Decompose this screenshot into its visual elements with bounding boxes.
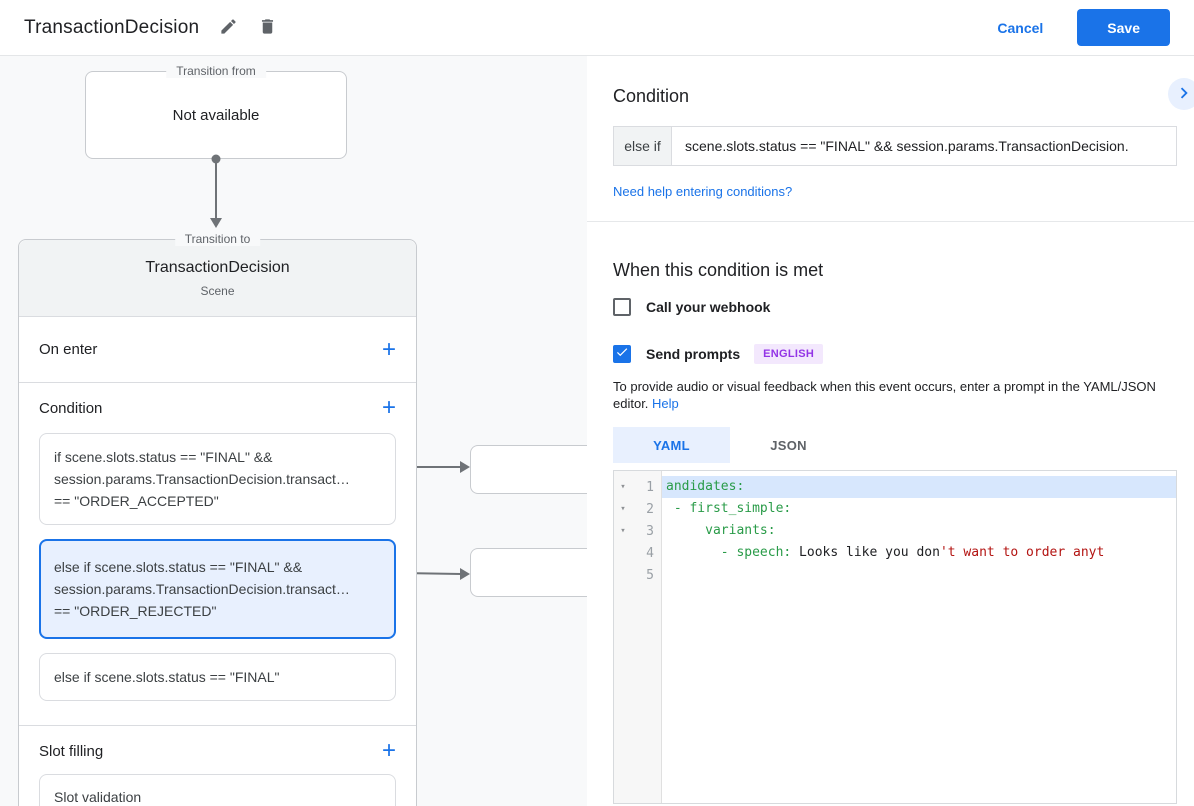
fold-toggle-icon[interactable]: ▾ bbox=[620, 482, 626, 492]
page-title: TransactionDecision bbox=[24, 16, 200, 38]
yaml-key: - speech: bbox=[666, 545, 792, 560]
slot-filling-label: Slot filling bbox=[39, 742, 104, 760]
tab-yaml[interactable]: YAML bbox=[613, 427, 730, 463]
editor-tabs: YAML JSON bbox=[613, 427, 1177, 463]
code-line-selected: andidates: bbox=[662, 476, 1176, 498]
fold-toggle-icon[interactable]: ▾ bbox=[620, 504, 626, 514]
condition-expression-row: else if bbox=[613, 126, 1177, 166]
line-number: 1 bbox=[646, 479, 654, 495]
yaml-key: - first_simple: bbox=[666, 501, 792, 516]
condition-card[interactable]: if scene.slots.status == "FINAL" && sess… bbox=[39, 433, 396, 525]
slot-filling-section: Slot filling + Slot validation bbox=[19, 725, 416, 806]
transition-target-box[interactable] bbox=[470, 445, 587, 494]
cancel-button[interactable]: Cancel bbox=[997, 19, 1044, 36]
when-met-title: When this condition is met bbox=[613, 260, 824, 280]
condition-help-link[interactable]: Need help entering conditions? bbox=[613, 184, 793, 199]
chevron-right-icon bbox=[1173, 82, 1194, 107]
yaml-key: andidates: bbox=[666, 479, 745, 494]
yaml-string: 't want to order anyt bbox=[939, 545, 1105, 560]
scene-card-header[interactable]: TransactionDecision Scene bbox=[19, 240, 416, 317]
webhook-row: Call your webhook bbox=[613, 298, 1177, 316]
prompts-description-text: To provide audio or visual feedback when… bbox=[613, 379, 1156, 411]
send-prompts-row: Send prompts ENGLISH bbox=[613, 344, 1177, 364]
on-enter-label: On enter bbox=[39, 341, 98, 358]
add-on-enter-button[interactable]: + bbox=[381, 335, 396, 363]
delete-scene-button[interactable] bbox=[258, 17, 277, 39]
on-enter-section: On enter + bbox=[19, 317, 416, 382]
condition-card-selected[interactable]: else if scene.slots.status == "FINAL" &&… bbox=[39, 539, 396, 639]
save-button[interactable]: Save bbox=[1077, 9, 1170, 46]
help-link[interactable]: Help bbox=[652, 396, 679, 411]
scene-name: TransactionDecision bbox=[145, 258, 290, 276]
scene-flow-diagram: Transition from Not available Transition… bbox=[0, 56, 587, 806]
panel-title: Condition bbox=[613, 86, 690, 106]
call-webhook-label: Call your webhook bbox=[646, 299, 771, 315]
tab-json[interactable]: JSON bbox=[770, 437, 807, 453]
language-badge: ENGLISH bbox=[754, 344, 824, 364]
scene-type-label: Scene bbox=[200, 283, 235, 298]
transition-to-legend: Transition to bbox=[174, 232, 261, 246]
line-number: 5 bbox=[646, 567, 654, 583]
code-line: variants: bbox=[662, 520, 1176, 542]
condition-detail-panel: Condition else if Need help entering con… bbox=[587, 56, 1194, 806]
transition-target-box[interactable] bbox=[470, 548, 587, 597]
transition-from-legend: Transition from bbox=[166, 64, 266, 78]
collapse-panel-button[interactable] bbox=[1168, 78, 1194, 110]
transition-from-value: Not available bbox=[172, 106, 260, 124]
send-prompts-checkbox[interactable] bbox=[613, 345, 631, 363]
yaml-code-editor[interactable]: ▾ 1 ▾ 2 ▾ 3 4 5 andidates: - first_simple: … bbox=[613, 470, 1177, 804]
line-number: 4 bbox=[646, 545, 654, 561]
edit-title-button[interactable] bbox=[219, 17, 238, 39]
call-webhook-checkbox[interactable] bbox=[613, 298, 631, 316]
transition-from-box: Transition from Not available bbox=[85, 64, 347, 159]
yaml-key: variants: bbox=[666, 523, 776, 538]
editor-code-area[interactable]: andidates: - first_simple: variants: - s… bbox=[662, 471, 1176, 803]
add-slot-button[interactable]: + bbox=[381, 737, 396, 764]
line-number: 3 bbox=[646, 523, 654, 539]
condition-card[interactable]: else if scene.slots.status == "FINAL" bbox=[39, 653, 396, 701]
code-line bbox=[662, 564, 1176, 586]
condition-section: Condition + if scene.slots.status == "FI… bbox=[19, 382, 416, 725]
prompts-description: To provide audio or visual feedback when… bbox=[613, 378, 1177, 412]
scene-card: Transition to TransactionDecision Scene … bbox=[18, 232, 417, 806]
condition-prefix-label: else if bbox=[613, 126, 672, 166]
slot-validation-card[interactable]: Slot validation bbox=[39, 774, 396, 806]
fold-toggle-icon[interactable]: ▾ bbox=[620, 526, 626, 536]
code-line: - first_simple: bbox=[662, 498, 1176, 520]
editor-gutter: ▾ 1 ▾ 2 ▾ 3 4 5 bbox=[614, 471, 662, 803]
checkmark-icon bbox=[615, 345, 629, 364]
panel-divider bbox=[587, 221, 1194, 222]
line-number: 2 bbox=[646, 501, 654, 517]
trash-icon bbox=[258, 17, 277, 39]
top-bar: TransactionDecision Cancel Save bbox=[0, 0, 1194, 56]
condition-section-label: Condition bbox=[39, 399, 103, 417]
yaml-value: Looks like you don bbox=[791, 545, 940, 560]
condition-expression-input[interactable] bbox=[672, 126, 1177, 166]
send-prompts-label: Send prompts bbox=[646, 346, 741, 362]
add-condition-button[interactable]: + bbox=[381, 394, 396, 421]
pencil-icon bbox=[219, 17, 238, 39]
code-line: - speech: Looks like you don't want to o… bbox=[662, 542, 1176, 564]
